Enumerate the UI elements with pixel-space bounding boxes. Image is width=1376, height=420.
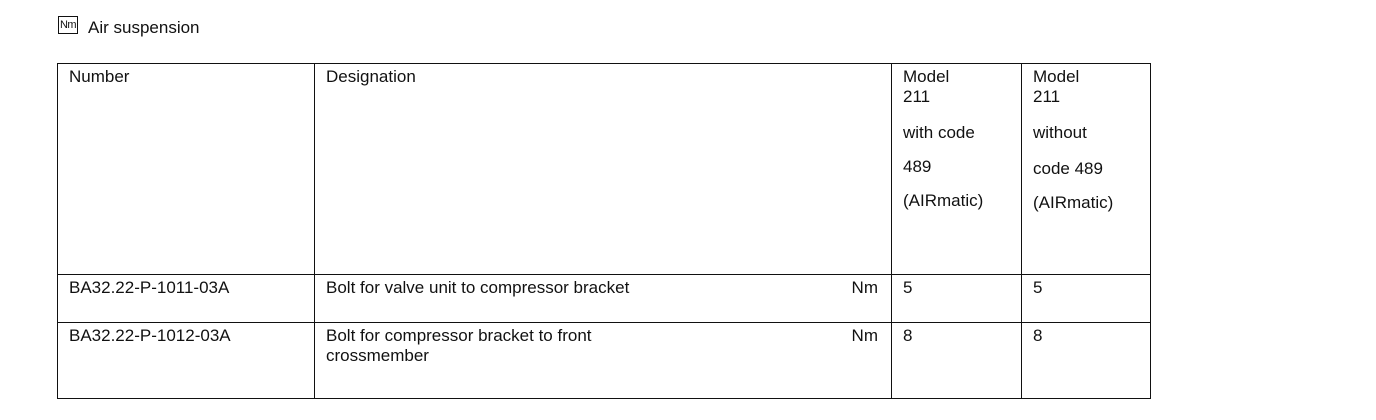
table-header-row: Number Designation Model 211 with code 4…	[57, 63, 1151, 275]
row-model1-value: 8	[891, 322, 1022, 399]
row-model2-value: 5	[1021, 274, 1151, 323]
row-model1-value: 5	[891, 274, 1022, 323]
row-number: BA32.22-P-1012-03A	[57, 322, 315, 399]
section-header: Nm Air suspension	[58, 13, 200, 37]
model1-line4: 489	[903, 157, 932, 176]
row-designation: Bolt for valve unit to compressor bracke…	[326, 278, 630, 297]
header-model-with-code: Model 211 with code 489 (AIRmatic)	[891, 63, 1022, 275]
table-row: BA32.22-P-1011-03A Bolt for valve unit t…	[57, 274, 1151, 323]
row-designation-cell: Bolt for valve unit to compressor bracke…	[314, 274, 892, 323]
row-unit: Nm	[851, 326, 878, 345]
model1-line5: (AIRmatic)	[903, 191, 984, 210]
row-number: BA32.22-P-1011-03A	[57, 274, 315, 323]
model1-line1: Model	[903, 67, 950, 86]
header-designation: Designation	[314, 63, 892, 275]
model1-line2: 211	[903, 87, 931, 106]
torque-nm-icon: Nm	[58, 16, 78, 34]
model2-line1: Model	[1033, 67, 1080, 86]
model2-line2: 211	[1033, 87, 1061, 106]
section-title: Air suspension	[88, 18, 200, 37]
row-designation-cell: Bolt for compressor bracket to front cro…	[314, 322, 892, 399]
table-row: BA32.22-P-1012-03A Bolt for compressor b…	[57, 322, 1151, 399]
row-unit: Nm	[851, 278, 878, 297]
torque-spec-table: Number Designation Model 211 with code 4…	[57, 63, 1151, 399]
row-designation: Bolt for compressor bracket to front cro…	[326, 326, 592, 365]
model2-line3: without	[1033, 123, 1087, 142]
header-model-without-code: Model 211 without code 489 (AIRmatic)	[1021, 63, 1151, 275]
header-number: Number	[57, 63, 315, 275]
model1-line3: with code	[903, 123, 975, 142]
model2-line5: (AIRmatic)	[1033, 193, 1114, 212]
row-model2-value: 8	[1021, 322, 1151, 399]
model2-line4: code 489	[1033, 159, 1103, 178]
